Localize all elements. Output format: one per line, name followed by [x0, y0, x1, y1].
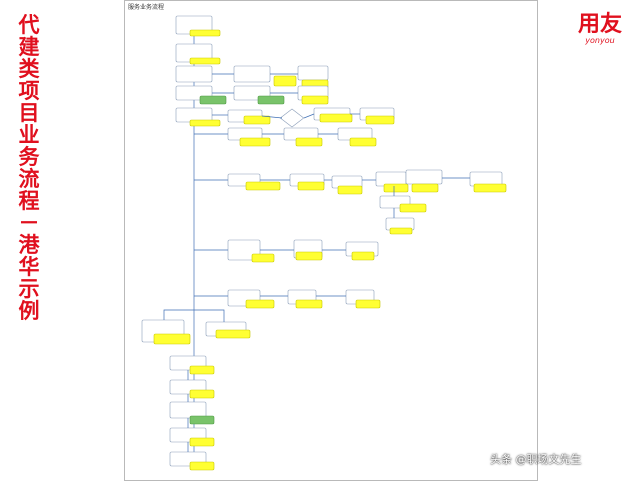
document-note	[251, 253, 275, 263]
document-note	[399, 203, 427, 213]
flow-connector	[194, 309, 225, 322]
document-note	[243, 115, 271, 125]
document-note	[189, 365, 215, 375]
document-note	[295, 137, 323, 147]
yonyou-logo: 用友 yonyou	[574, 14, 626, 46]
document-note	[349, 137, 377, 147]
document-note	[239, 137, 271, 147]
document-note	[295, 251, 323, 261]
document-note	[351, 251, 375, 261]
document-note	[273, 75, 297, 87]
document-note	[245, 181, 281, 191]
side-title: 代建类项目业务流程－港华示例	[18, 13, 40, 323]
document-note	[153, 333, 191, 345]
document-note	[337, 185, 363, 195]
approval-note	[199, 95, 227, 105]
document-note	[411, 183, 439, 193]
logo-main-text: 用友	[577, 12, 622, 37]
process-node	[297, 65, 329, 81]
document-note	[295, 299, 323, 309]
flowchart-title: 服务业务流程	[128, 4, 165, 11]
document-note	[245, 299, 275, 309]
process-node	[169, 401, 207, 419]
process-node	[405, 169, 443, 185]
document-note	[189, 437, 215, 447]
flowchart	[141, 15, 507, 471]
document-note	[389, 227, 413, 235]
document-note	[319, 113, 353, 123]
flow-connector	[261, 115, 283, 119]
document-note	[473, 183, 507, 193]
document-note	[365, 115, 395, 125]
document-note	[189, 119, 221, 127]
logo-sub-text: yonyou	[585, 36, 615, 45]
decision-node	[279, 108, 305, 128]
document-note	[297, 181, 325, 191]
document-note	[189, 57, 221, 65]
document-note	[189, 461, 215, 471]
document-note	[383, 183, 409, 193]
process-node	[175, 65, 213, 83]
flow-connector	[303, 113, 315, 119]
document-note	[215, 329, 251, 339]
document-note	[355, 299, 381, 309]
process-node	[233, 65, 271, 83]
document-note	[189, 29, 221, 37]
flow-connector	[163, 309, 194, 320]
document-note	[189, 389, 215, 399]
watermark-text: 头条 @职场文先生	[490, 453, 582, 466]
approval-note	[257, 95, 285, 105]
approval-note	[189, 415, 215, 425]
document-note	[301, 95, 329, 105]
